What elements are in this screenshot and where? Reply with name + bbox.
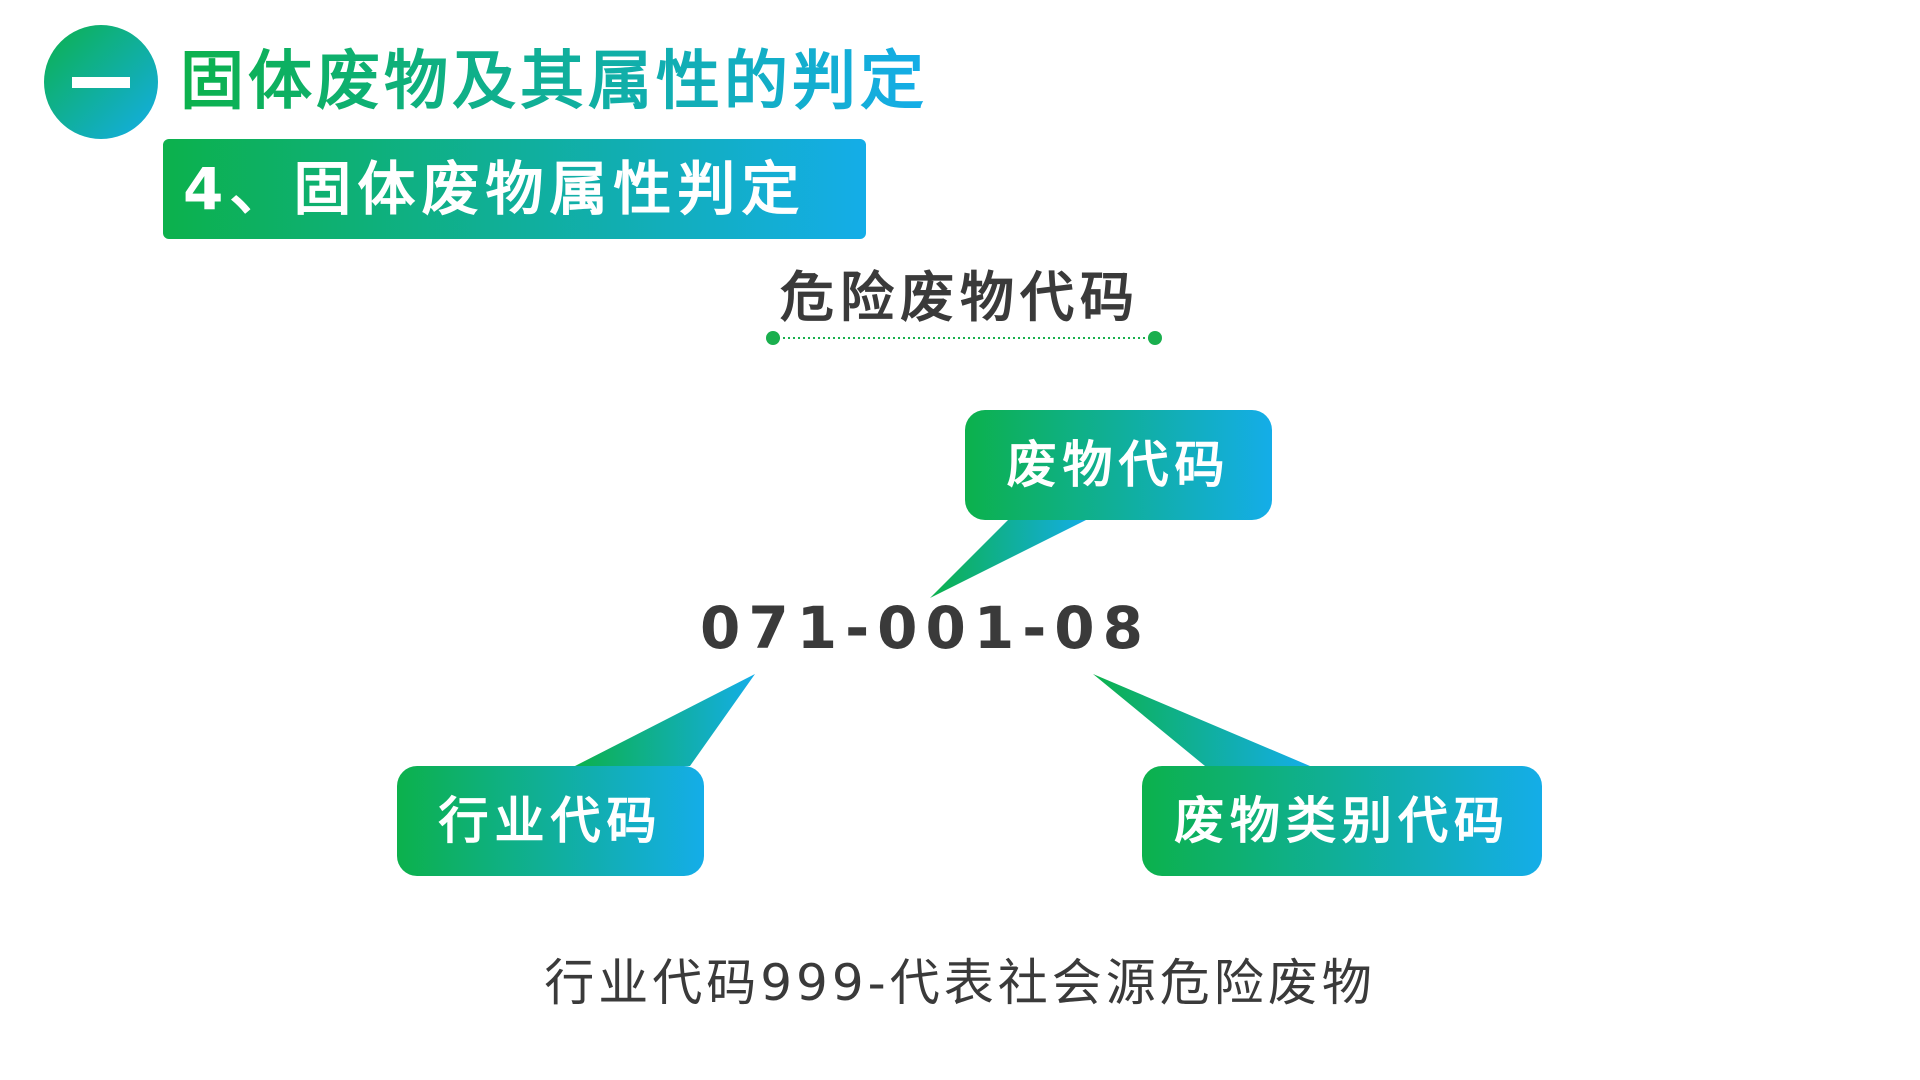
subsection-title: 4、固体废物属性判定 (183, 155, 806, 223)
section-badge (44, 25, 158, 139)
subsection-banner: 4、固体废物属性判定 (163, 139, 866, 239)
footnote: 行业代码999-代表社会源危险废物 (544, 954, 1376, 1012)
industry-code-label: 行业代码 (438, 792, 663, 850)
category-code-label: 废物类别代码 (1174, 792, 1510, 850)
industry-code-pointer (575, 674, 755, 766)
industry-code-callout: 行业代码 (397, 766, 704, 876)
heading-underline (766, 331, 1162, 345)
category-code-callout: 废物类别代码 (1142, 766, 1542, 876)
dash-icon (72, 77, 130, 88)
waste-code-label: 废物代码 (1006, 436, 1231, 494)
waste-code-callout: 废物代码 (965, 410, 1272, 520)
hazardous-waste-code: 071-001-08 (700, 594, 1151, 662)
diagram-heading: 危险废物代码 (780, 266, 1140, 329)
waste-code-pointer (930, 518, 1090, 598)
section-title: 固体废物及其属性的判定 (180, 42, 928, 122)
category-code-pointer (1093, 674, 1310, 766)
